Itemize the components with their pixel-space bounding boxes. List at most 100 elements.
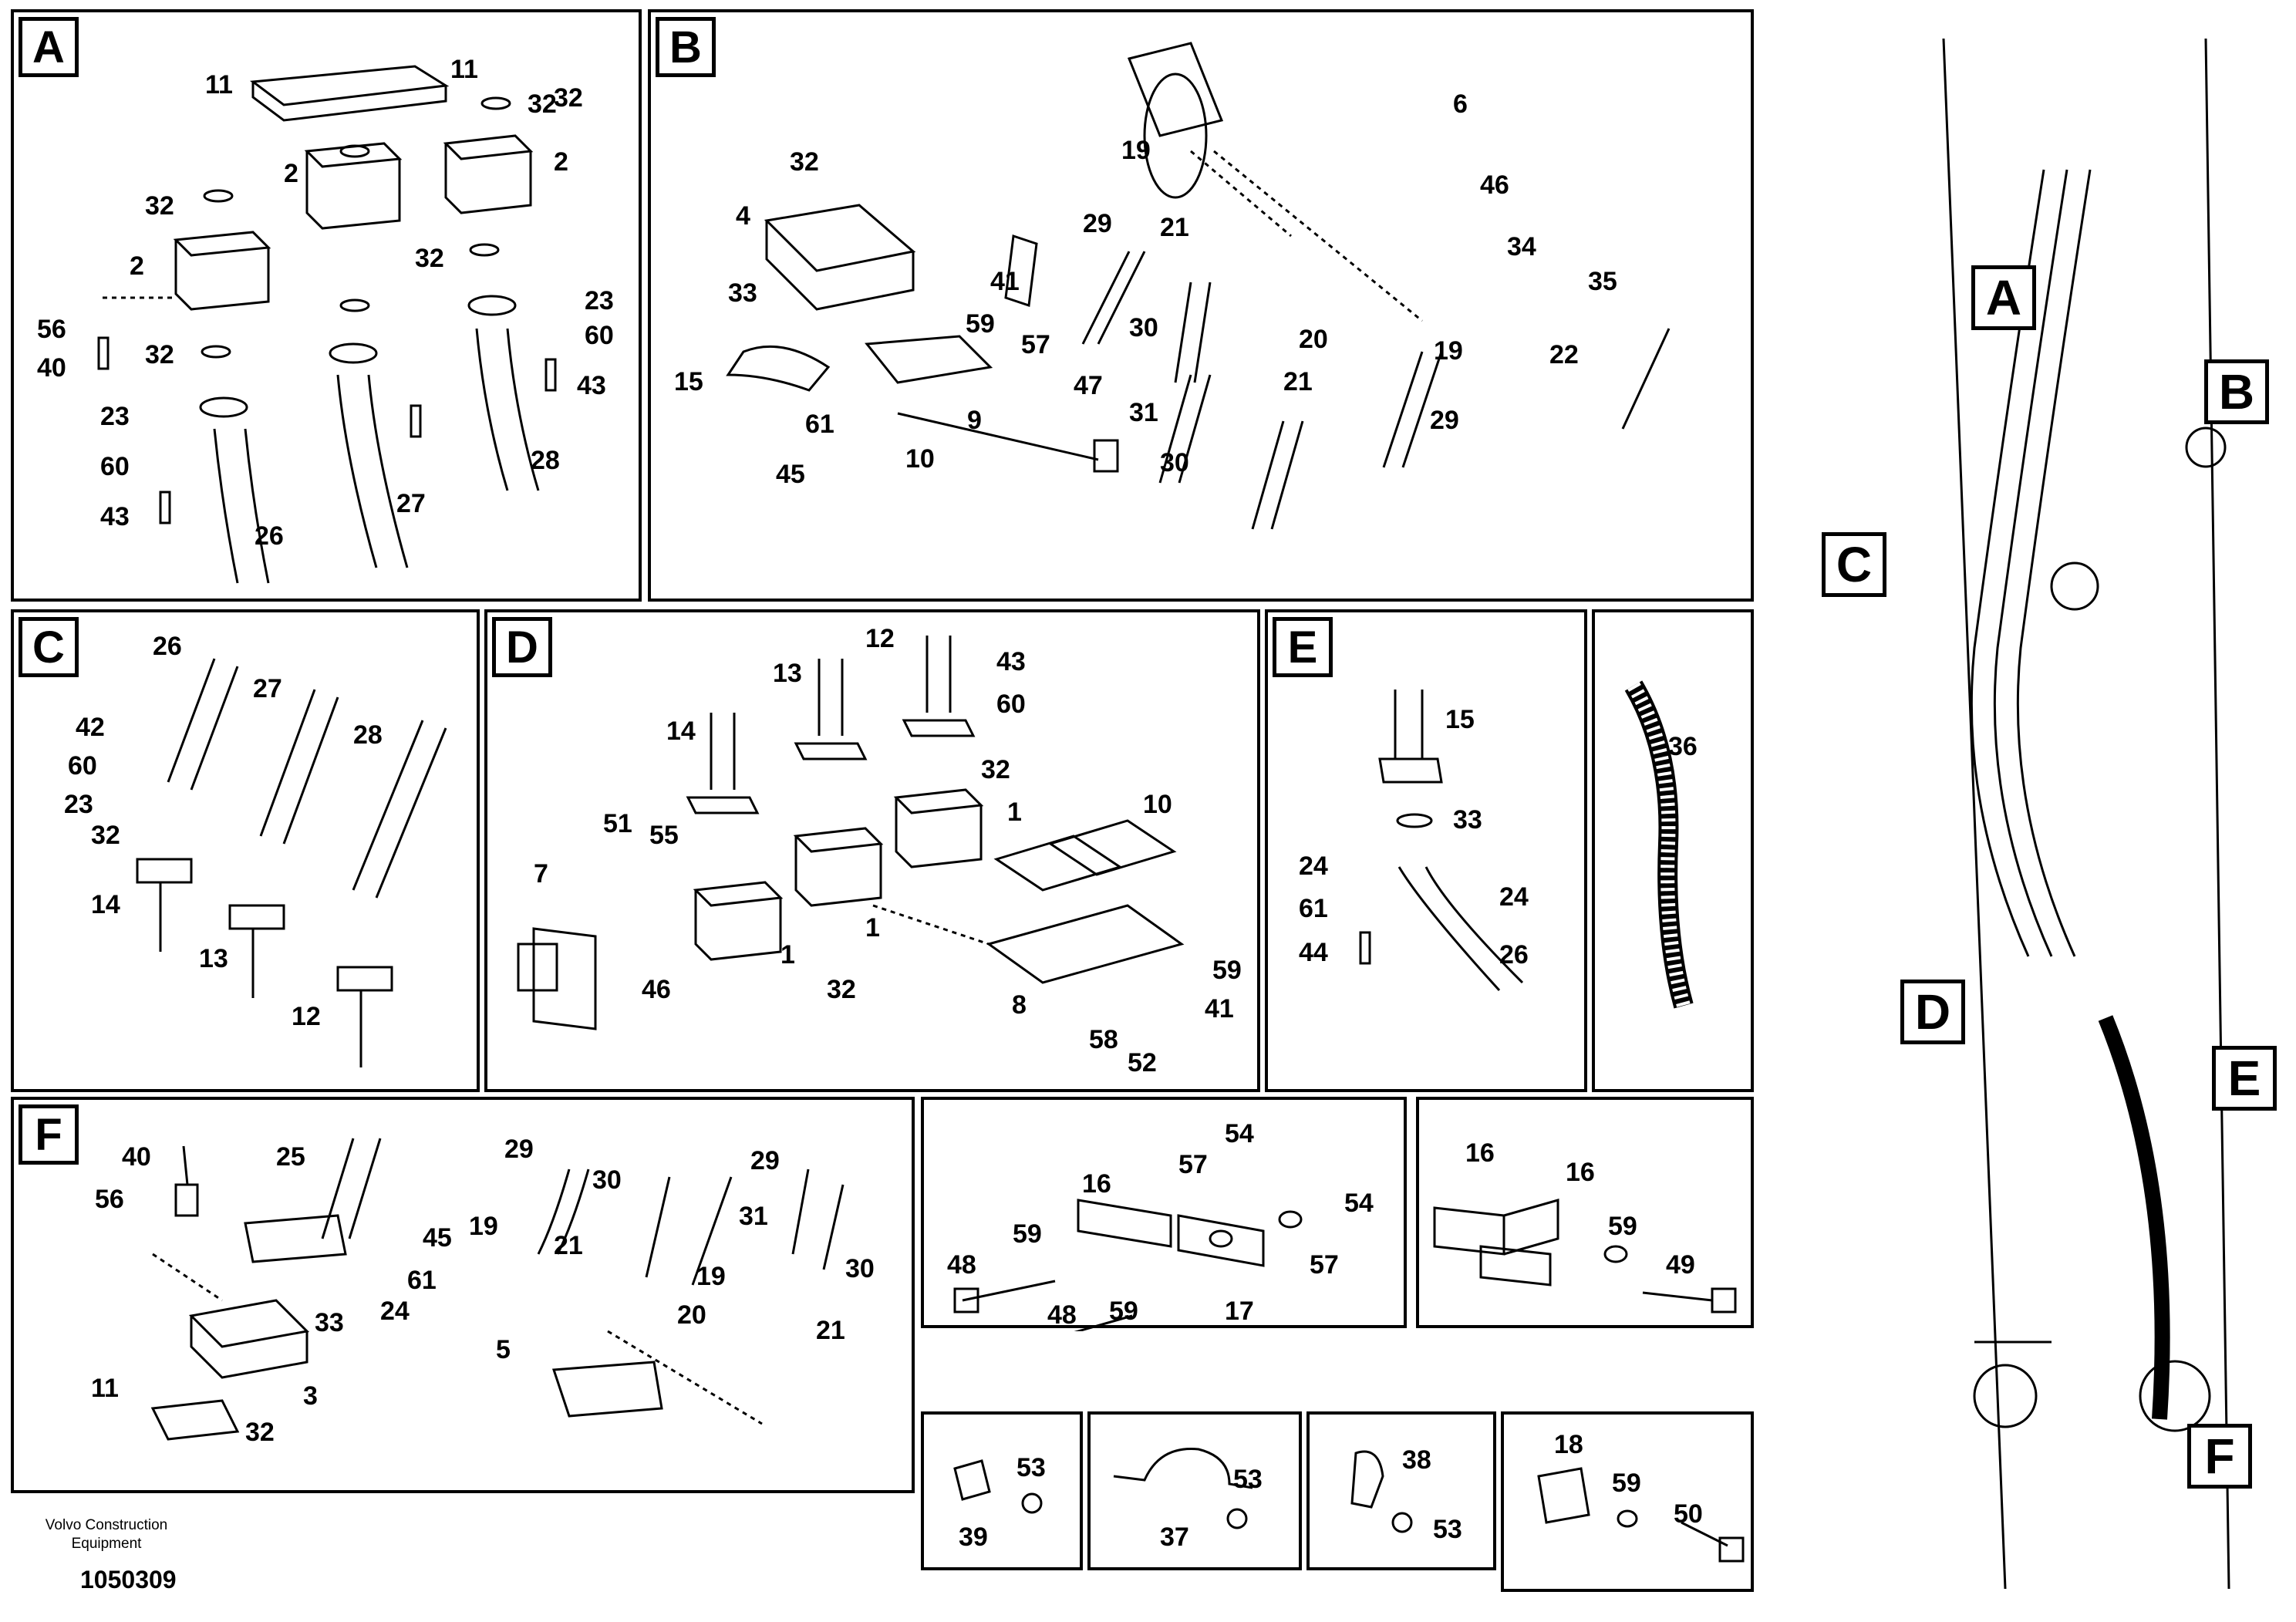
label-g-8: 17 [1225,1297,1254,1326]
panel-j-drawing: 53 37 [1113,1448,1263,1552]
label-f-19: 20 [677,1300,706,1330]
label-g-2: 54 [1225,1119,1254,1148]
panel-g: 16 54 57 54 59 57 48 17 48 59 [921,1097,1407,1331]
label-a-18: 23 [585,286,614,315]
callout-e: E [2212,1046,2277,1111]
label-a-8: 32 [415,244,444,273]
label-l-1: 18 [1554,1430,1583,1459]
panel-c: C 26 27 28 42 60 23 32 14 13 12 [11,609,480,1092]
panel-e-tag: E [1273,617,1333,677]
label-d-9: 51 [603,809,632,838]
label-f-3: 56 [95,1185,124,1214]
label-a-20: 32 [145,340,174,369]
label-d-1: 12 [865,624,895,653]
label-a-16: 28 [531,446,560,475]
panel-e-drawing: 15 33 24 24 61 44 26 [1299,690,1529,992]
label-b-17: 31 [1129,398,1158,427]
panel-i-drawing: 53 39 [953,1453,1046,1552]
label-b-10: 9 [967,406,982,435]
label-d-2: 43 [996,647,1026,676]
label-b-3: 33 [728,278,757,308]
label-b-2: 4 [736,201,750,231]
label-l-3: 50 [1674,1499,1703,1529]
caption: Volvo Construction Equipment [29,1516,184,1553]
label-a-1: 11 [205,70,233,99]
label-a-4: 2 [284,159,298,188]
label-f-2: 25 [276,1142,305,1172]
panel-k-drawing: 38 53 [1350,1445,1462,1544]
panel-a-tag: A [19,17,79,77]
label-f-8: 11 [91,1374,119,1403]
panel-hose-drawing: 36 [1624,680,1698,1009]
label-b-20: 46 [1480,170,1509,200]
label-d-18: 41 [1205,994,1234,1023]
label-d-5: 14 [666,717,696,746]
label-e-6: 44 [1299,938,1328,967]
label-f-13: 29 [750,1146,780,1175]
label-c-5: 60 [68,751,97,781]
label-a-10: 40 [37,353,66,383]
callout-c: C [1822,532,1886,597]
panel-h-drawing: 16 16 59 49 [1433,1138,1737,1313]
label-b-11: 10 [905,444,935,474]
label-f-21: 21 [816,1316,845,1345]
label-h-1: 16 [1465,1138,1495,1168]
machine-drawing [1942,38,2230,1590]
label-d-13: 1 [781,940,795,969]
panel-l: 18 59 50 [1501,1411,1754,1592]
label-h-2: 16 [1566,1158,1595,1187]
label-a-6: 32 [145,191,174,221]
label-d-10: 55 [649,821,679,850]
label-c-7: 32 [91,821,120,850]
label-e-2: 33 [1453,805,1482,835]
panel-g-drawing: 16 54 57 54 59 57 48 17 48 59 [947,1119,1374,1331]
label-d-20: 52 [1128,1048,1157,1077]
panel-b: B 32 4 33 15 61 45 41 59 57 9 [648,9,1754,602]
label-a-19: 60 [585,321,614,350]
label-f-15: 31 [739,1202,768,1231]
label-c-10: 12 [292,1002,321,1031]
label-g-6: 57 [1310,1250,1339,1280]
label-d-15: 1 [865,913,880,943]
label-d-17: 8 [1012,990,1027,1020]
label-i-1: 53 [1017,1453,1046,1482]
label-b-6: 45 [776,460,805,489]
label-l-2: 59 [1612,1469,1641,1498]
label-a-7: 2 [130,251,144,281]
label-b-27: 22 [1549,340,1579,369]
document-number: 1050309 [80,1566,177,1593]
label-d-3: 60 [996,690,1026,719]
panel-d-drawing: 12 43 60 13 14 32 1 10 51 55 7 46 1 32 1… [517,624,1242,1077]
label-j-1: 53 [1233,1465,1263,1494]
label-g-10: 59 [1109,1297,1138,1326]
panel-b-tag: B [656,17,716,77]
label-g-4: 54 [1344,1189,1374,1218]
label-i-2: 39 [959,1523,988,1552]
label-e-1: 15 [1445,705,1475,734]
caption-line-1: Volvo Construction [45,1517,168,1533]
panel-d: D 12 43 60 13 14 32 1 10 51 55 7 [484,609,1260,1092]
label-f-5: 61 [407,1266,437,1295]
label-b-19: 6 [1453,89,1468,119]
callout-d: D [1900,980,1965,1044]
label-g-5: 59 [1013,1219,1042,1249]
panel-c-drawing: 26 27 28 42 60 23 32 14 13 12 [64,632,447,1067]
label-c-6: 23 [64,790,93,819]
label-b-1: 32 [790,147,819,177]
label-b-18: 30 [1160,448,1189,477]
label-g-1: 16 [1082,1169,1111,1199]
label-b-14: 29 [1083,209,1112,238]
label-a-2: 11 [450,55,478,84]
label-d-8: 10 [1143,790,1172,819]
label-b-16: 30 [1129,313,1158,342]
label-k-1: 38 [1402,1445,1431,1475]
label-d-19: 58 [1089,1025,1118,1054]
panel-l-drawing: 18 59 50 [1537,1430,1745,1563]
label-b-13: 19 [1121,136,1151,165]
panel-h: 16 16 59 49 [1416,1097,1754,1328]
panel-f: F 40 25 56 45 61 24 33 11 32 3 29 30 [11,1097,915,1493]
label-g-7: 48 [947,1250,976,1280]
label-d-4: 13 [773,659,802,688]
label-h-3: 59 [1608,1212,1637,1241]
label-f-14: 19 [469,1212,498,1241]
